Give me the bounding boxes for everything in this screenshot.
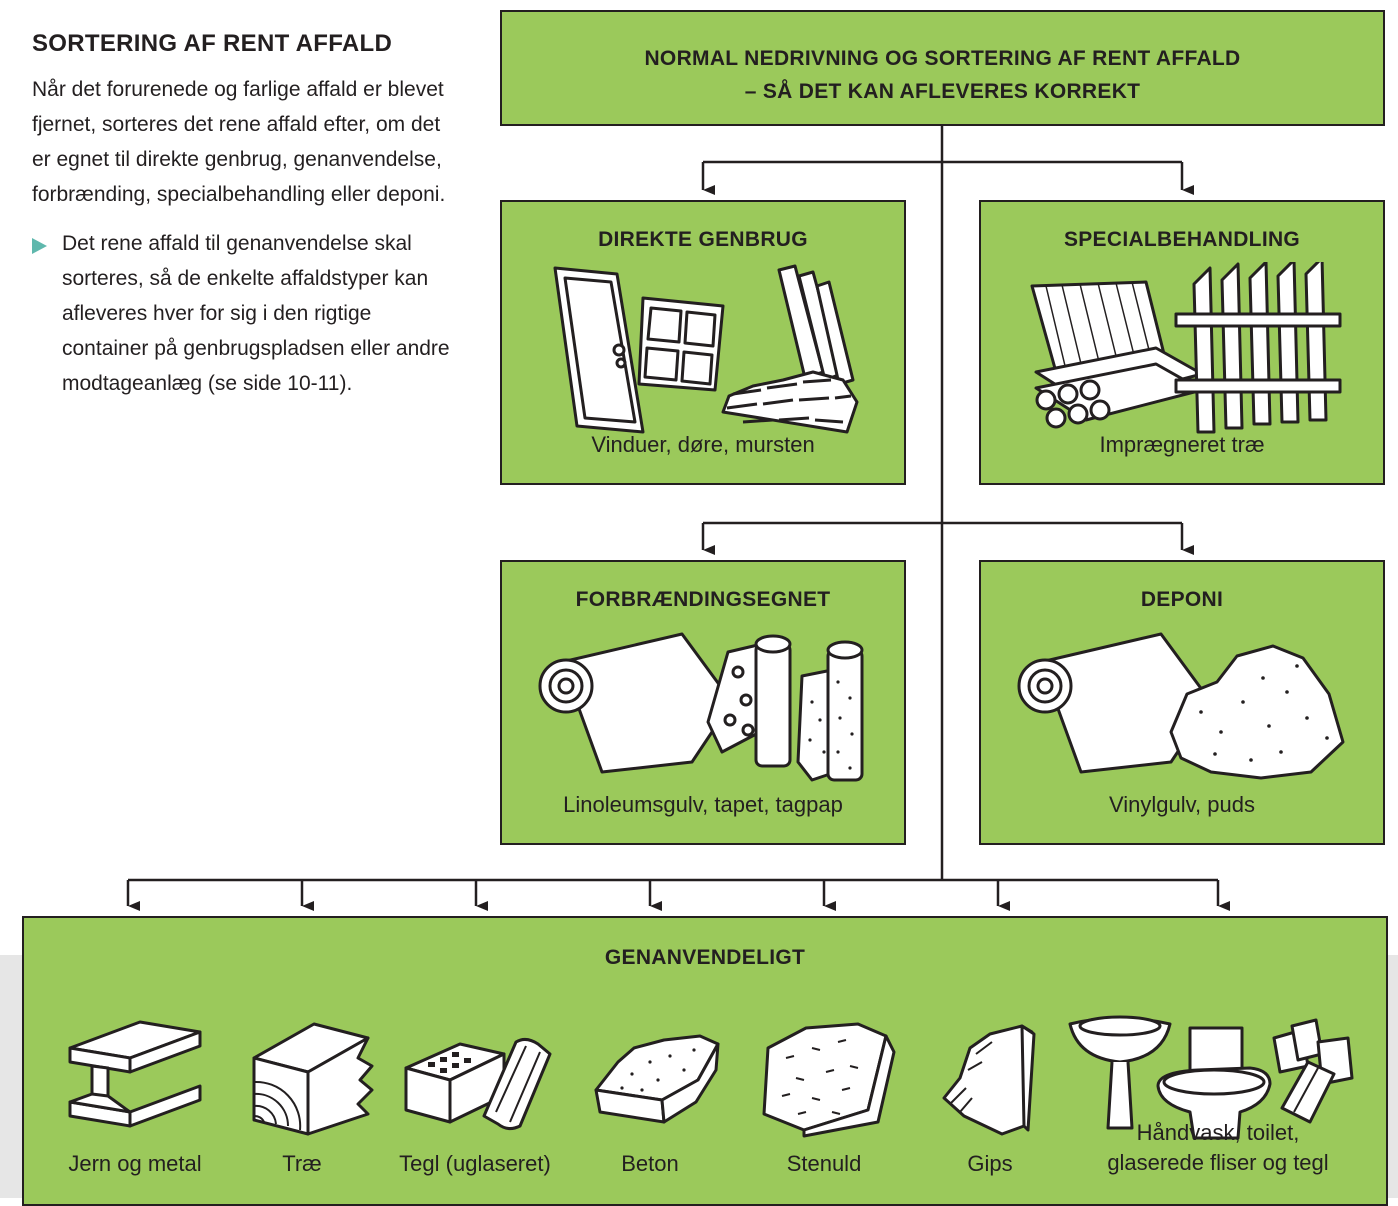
- material-label-brick: Tegl (uglaseret): [399, 1151, 551, 1176]
- category-caption: Vinduer, døre, mursten: [591, 432, 815, 457]
- category-title: FORBRÆNDINGSEGNET: [575, 588, 831, 611]
- intro-bullet-text: Det rene affald til genanvendelse skal s…: [62, 232, 450, 395]
- intro-bullet: Det rene affald til genanvendelse skal s…: [32, 226, 462, 401]
- bullet-arrow-icon: [32, 238, 47, 254]
- intro-body: Når det forurenede og farlige affald er …: [32, 78, 446, 206]
- material-label-steel: Jern og metal: [68, 1151, 202, 1176]
- intro-heading: SORTERING AF RENT AFFALD: [32, 30, 393, 57]
- material-label-wood: Træ: [282, 1151, 322, 1176]
- material-gypsum: [920, 1018, 1080, 1138]
- door-window-bricks-icon: [553, 264, 859, 434]
- material-wood: [224, 1018, 384, 1138]
- wood-block-icon: [252, 1022, 374, 1136]
- category-landfill: DEPONI Vinylgulv, puds: [979, 560, 1385, 845]
- top-box-title-line1: NORMAL NEDRIVNING OG SORTERING AF RENT A…: [644, 47, 1241, 70]
- material-label-gypsum: Gips: [967, 1151, 1013, 1176]
- stone-wool-icon: [762, 1022, 896, 1138]
- material-stone-wool: [746, 1018, 906, 1138]
- category-title: DIREKTE GENBRUG: [598, 228, 808, 251]
- steel-beam-icon: [68, 1020, 202, 1128]
- category-direct-reuse: DIREKTE GENBRUG Vinduer, døre, mursten: [500, 200, 906, 485]
- recycling-title: GENANVENDELIGT: [604, 946, 806, 969]
- vinyl-plaster-icon: [1017, 632, 1345, 780]
- category-title: DEPONI: [1140, 588, 1224, 611]
- top-box-title-line2: – SÅ DET KAN AFLEVERES KORREKT: [744, 80, 1141, 103]
- material-label-sanitary-line1: Håndvask, toilet,: [1136, 1120, 1300, 1145]
- category-special-treatment: SPECIALBEHANDLING Imprægneret træ: [979, 200, 1385, 485]
- category-incineration: FORBRÆNDINGSEGNET Linoleumsgulv, tapet, …: [500, 560, 906, 845]
- category-caption: Vinylgulv, puds: [1109, 792, 1255, 817]
- concrete-slab-icon: [594, 1034, 720, 1124]
- sink-toilet-tiles-icon: [1068, 1015, 1354, 1140]
- material-steel: [50, 1018, 210, 1138]
- impregnated-wood-icon: [1030, 262, 1342, 434]
- material-sanitary: [1066, 1015, 1366, 1148]
- intro-section: SORTERING AF RENT AFFALD Når det foruren…: [32, 30, 462, 401]
- linoleum-wallpaper-roofing-icon: [538, 632, 864, 782]
- material-label-sanitary: Håndvask, toilet, glaserede fliser og te…: [1078, 1118, 1358, 1178]
- material-label-sanitary-line2: glaserede fliser og tegl: [1107, 1150, 1329, 1175]
- material-label-concrete: Beton: [621, 1151, 679, 1176]
- brick-tile-icon: [404, 1037, 552, 1131]
- material-label-stone-wool: Stenuld: [786, 1151, 862, 1176]
- category-title: SPECIALBEHANDLING: [1063, 228, 1301, 251]
- material-concrete: [572, 1018, 732, 1138]
- category-caption: Imprægneret træ: [1099, 432, 1265, 457]
- category-caption: Linoleumsgulv, tapet, tagpap: [563, 792, 843, 817]
- material-brick: [398, 1018, 558, 1138]
- top-process-box: NORMAL NEDRIVNING OG SORTERING AF RENT A…: [500, 10, 1385, 126]
- gypsum-board-icon: [942, 1024, 1036, 1136]
